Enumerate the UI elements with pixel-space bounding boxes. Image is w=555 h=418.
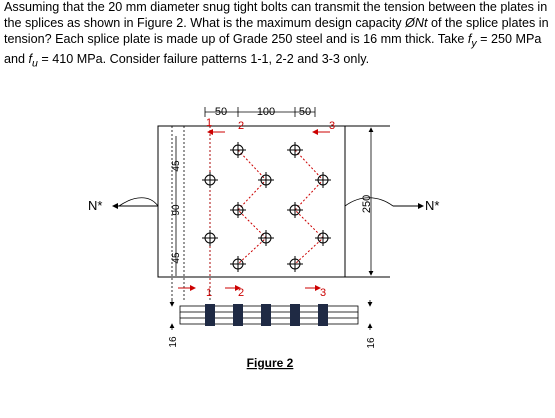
bolt-head (318, 304, 328, 326)
bolt-hole (315, 230, 331, 246)
pattern-label-top-2: 2 (238, 120, 244, 132)
question-part-2: of the splice plates in tension? Each sp… (4, 15, 549, 46)
thickness-left: 16 (168, 336, 179, 348)
left-dimension: 45 90 45 (171, 136, 182, 276)
splice-plate-outline (157, 125, 346, 278)
bolt-hole (287, 202, 303, 218)
bolt-group (202, 142, 331, 272)
pattern-label-bottom-1: 1 (206, 287, 212, 299)
force-left-label: N* (88, 198, 102, 213)
bolt-heads (205, 304, 328, 326)
thickness-right: 16 (366, 337, 377, 349)
question-part-1: Assuming that the 20 mm diameter snug ti… (4, 0, 548, 30)
pattern-label-top-3: 3 (329, 120, 335, 132)
phi-nt-symbol: ØNt (405, 15, 428, 30)
side-elevation: 16 16 (168, 300, 377, 349)
width-dimension: 250 (361, 127, 374, 276)
bolt-hole (202, 172, 218, 188)
bolt-hole (258, 172, 274, 188)
pattern-label-bottom-3: 3 (320, 287, 326, 299)
bolt-hole (202, 230, 218, 246)
fu-subscript: u (32, 57, 38, 70)
dim-left-1: 45 (171, 160, 182, 172)
bolt-head (290, 304, 300, 326)
bolt-head (261, 304, 271, 326)
dim-top-1: 50 (215, 106, 227, 118)
bolt-hole (315, 172, 331, 188)
bolt-hole (230, 142, 246, 158)
bolt-head (205, 304, 215, 326)
fy-symbol: f (467, 31, 472, 46)
bolt-hole (230, 202, 246, 218)
dim-left-2: 90 (171, 204, 182, 216)
bolt-hole (230, 256, 246, 272)
dim-width: 250 (361, 195, 373, 213)
pattern-label-top-1: 1 (206, 117, 212, 129)
force-right-label: N* (425, 198, 439, 213)
pattern-label-bottom-2: 2 (238, 287, 244, 299)
bolt-head (233, 304, 243, 326)
bolt-hole (258, 230, 274, 246)
fu-value: = 410 MPa. Consider failure patterns 1-1… (37, 51, 370, 66)
figure-caption: Figure 2 (247, 356, 294, 370)
dim-left-3: 45 (171, 252, 182, 264)
dim-top-3: 50 (299, 106, 311, 118)
fu-symbol: f (28, 51, 33, 66)
bolt-hole (287, 142, 303, 158)
fy-subscript: y (471, 37, 477, 50)
bolt-hole (287, 256, 303, 272)
fy-value: = 250 MPa and (4, 31, 542, 66)
top-dimension: 50 100 50 (204, 106, 316, 118)
dim-top-2: 100 (257, 106, 275, 118)
question-text: Assuming that the 20 mm diameter snug ti… (4, 0, 552, 72)
